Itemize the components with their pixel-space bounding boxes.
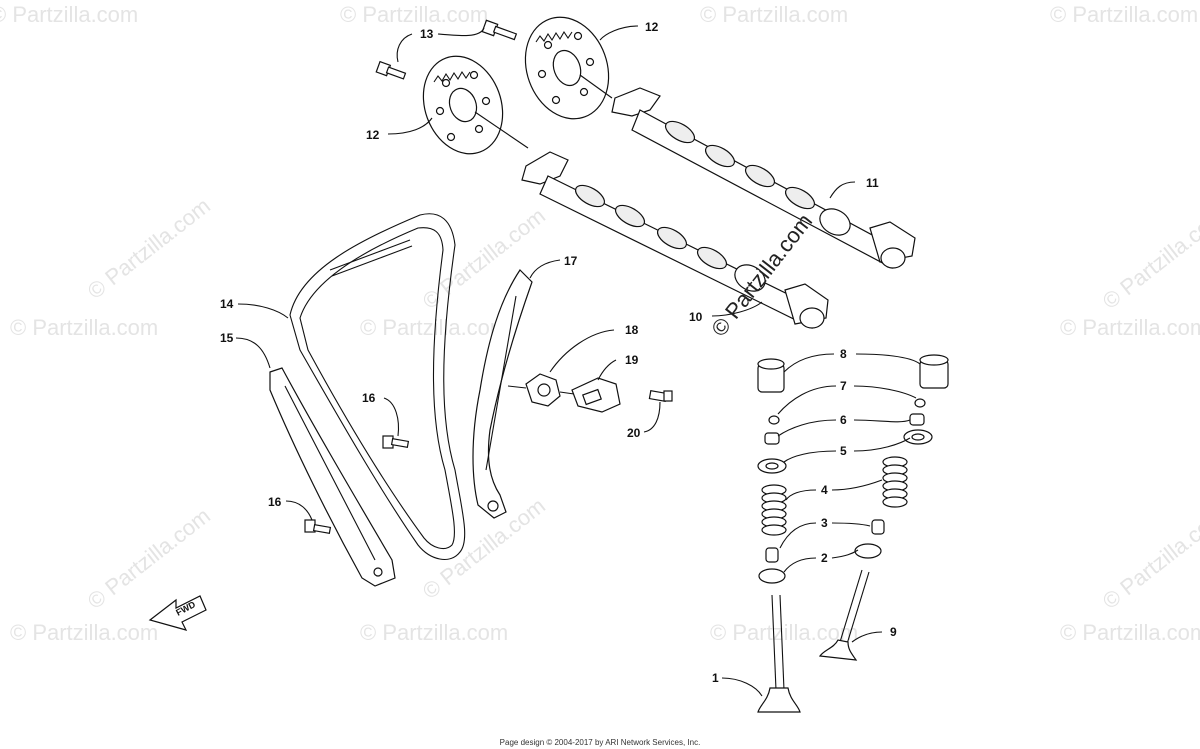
spring-seat-left[interactable] (758, 568, 786, 584)
chain-guide[interactable] (269, 367, 396, 587)
callout-15: 15 (220, 331, 234, 345)
valve-train-right (818, 354, 949, 661)
leader-line (579, 74, 613, 99)
valve-stem-seal-right[interactable] (871, 519, 885, 535)
watermark: © Partzilla.com (1098, 203, 1200, 314)
bolt-20[interactable] (648, 389, 673, 403)
watermark: © Partzilla.com (360, 620, 508, 645)
watermark: © Partzilla.com (10, 620, 158, 645)
valve-cotter-right[interactable] (914, 398, 926, 408)
callout-8: 8 (840, 347, 847, 361)
intake-valve[interactable] (757, 594, 801, 713)
bolt-13-upper[interactable] (481, 19, 518, 41)
spring-seat-right[interactable] (854, 543, 882, 559)
callout-16-upper: 16 (362, 391, 376, 405)
tensioner-guide[interactable] (472, 269, 533, 519)
callout-3: 3 (821, 516, 828, 530)
callout-9: 9 (890, 625, 897, 639)
callout-6: 6 (840, 413, 847, 427)
valve-spring-left[interactable] (761, 484, 787, 536)
valve-stem-seal-left[interactable] (765, 547, 779, 563)
bolt-13-lower[interactable] (375, 60, 407, 80)
forward-arrow: FWD (148, 595, 207, 631)
valve-keeper-left[interactable] (764, 432, 780, 445)
watermark: © Partzilla.com (83, 503, 215, 614)
valve-cotter-left[interactable] (768, 415, 780, 425)
camshaft-exhaust[interactable] (611, 87, 916, 269)
watermark: © Partzilla.com (710, 620, 858, 645)
valve-keeper-right[interactable] (909, 413, 925, 426)
callout-1: 1 (712, 671, 719, 685)
callout-17: 17 (564, 254, 578, 268)
valve-spring-right[interactable] (882, 456, 908, 508)
watermark: © Partzilla.com (700, 2, 848, 27)
callout-13: 13 (420, 27, 434, 41)
tensioner-gasket[interactable] (525, 373, 561, 407)
bolt-16-upper[interactable] (382, 435, 410, 449)
exhaust-valve[interactable] (818, 569, 870, 661)
sprocket-lower[interactable] (410, 45, 516, 165)
callout-12-lower: 12 (366, 128, 380, 142)
callout-5: 5 (840, 444, 847, 458)
timing-chain[interactable] (289, 213, 466, 561)
page-footer: Page design © 2004-2017 by ARI Network S… (499, 738, 701, 747)
callout-14: 14 (220, 297, 234, 311)
watermark: © Partzilla.com (1050, 2, 1198, 27)
callout-16-lower: 16 (268, 495, 282, 509)
callout-18: 18 (625, 323, 639, 337)
chain-tensioner[interactable] (507, 377, 621, 413)
callout-labels: 13 12 12 11 10 17 14 15 16 16 18 19 20 8… (220, 20, 897, 685)
watermark: © Partzilla.com (340, 2, 488, 27)
valve-train-left (757, 358, 801, 713)
watermark: © Partzilla.com (0, 2, 138, 27)
callout-7: 7 (840, 379, 847, 393)
watermark: © Partzilla.com (83, 193, 215, 304)
bolt-16-lower[interactable] (304, 519, 332, 535)
watermark: © Partzilla.com (1060, 620, 1200, 645)
callout-10: 10 (689, 310, 703, 324)
watermark: © Partzilla.com (10, 315, 158, 340)
watermark: © Partzilla.com (1098, 503, 1200, 614)
watermark: © Partzilla.com (1060, 315, 1200, 340)
callout-2: 2 (821, 551, 828, 565)
callout-leaders (235, 25, 921, 697)
callout-11: 11 (866, 176, 879, 190)
callout-4: 4 (821, 483, 828, 497)
sprocket-upper[interactable] (512, 5, 623, 130)
callout-12-upper: 12 (645, 20, 659, 34)
callout-20: 20 (627, 426, 641, 440)
callout-19: 19 (625, 353, 639, 367)
leader-line (474, 111, 529, 149)
camshaft-intake[interactable] (521, 151, 829, 329)
